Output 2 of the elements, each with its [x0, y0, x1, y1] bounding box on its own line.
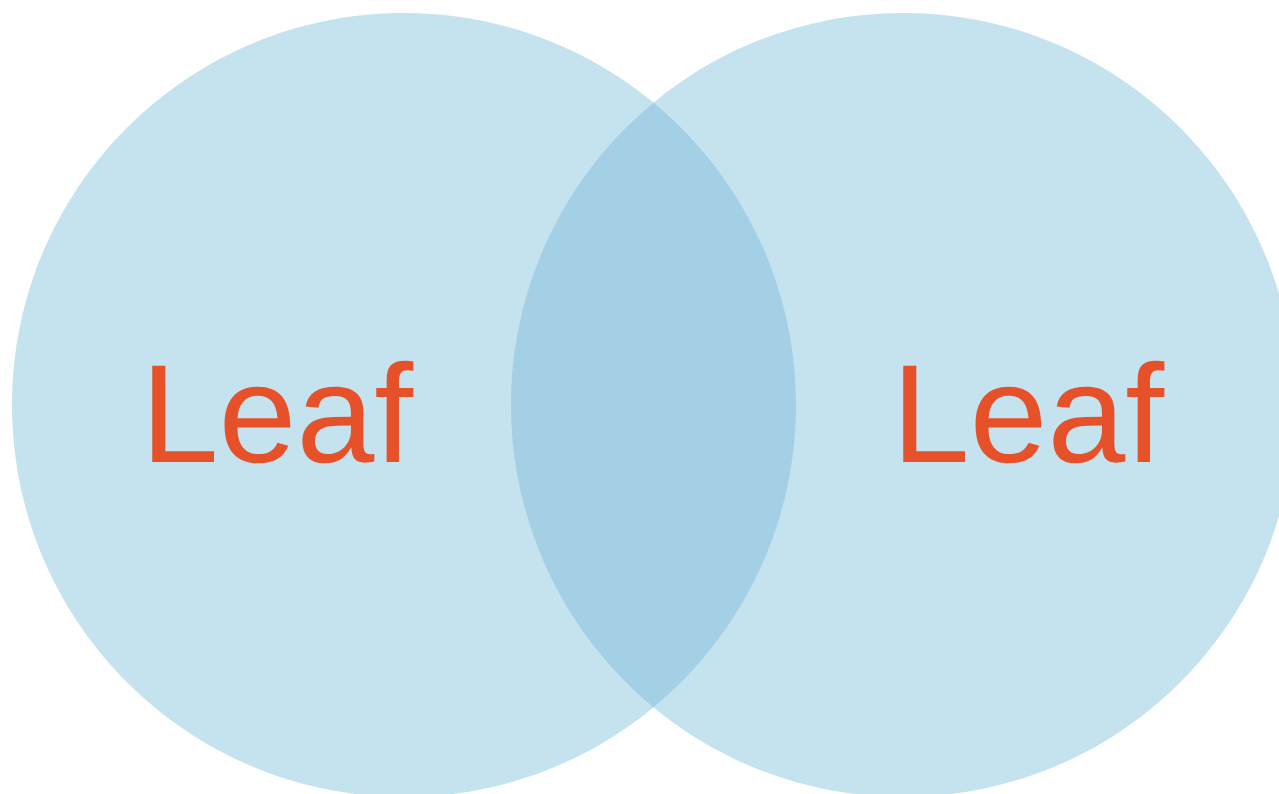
circle-label: Leaf	[152, 360, 414, 464]
circle-label: Leaf	[903, 360, 1165, 464]
